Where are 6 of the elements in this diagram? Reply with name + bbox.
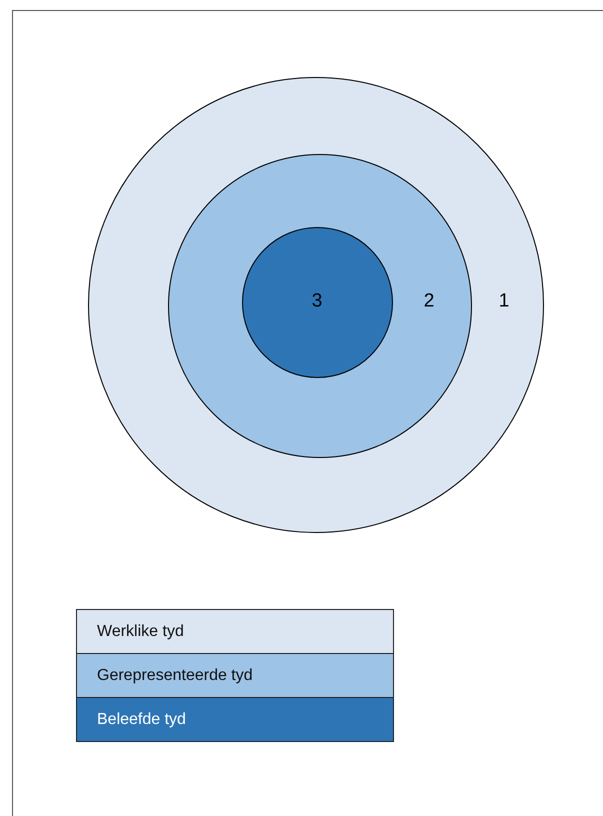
ring-number: 1 (498, 292, 510, 310)
ring-number: 3 (312, 292, 322, 310)
legend-label: Gerepresenteerde tyd (97, 666, 253, 684)
legend-label: Beleefde tyd (97, 710, 186, 728)
legend-label: Werklike tyd (97, 622, 184, 640)
ring-number: 2 (424, 292, 434, 310)
